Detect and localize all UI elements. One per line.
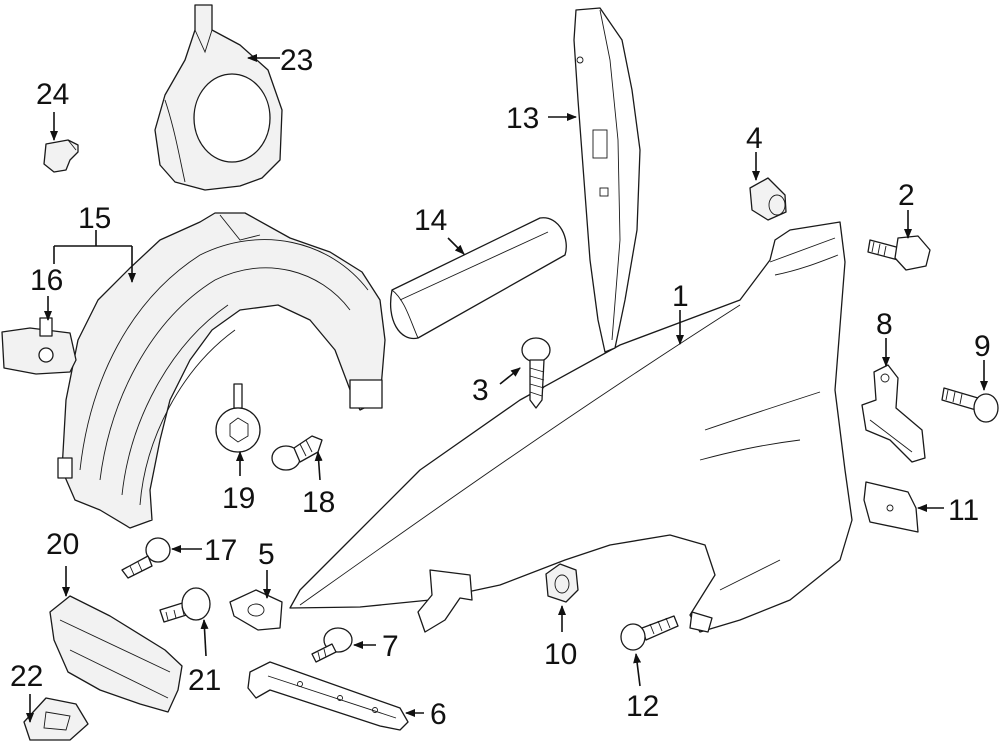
callout-14: 14 — [414, 204, 447, 237]
callout-labels: 1 2 3 4 5 6 7 8 9 10 11 12 13 14 15 16 1… — [10, 44, 991, 731]
callout-10: 10 — [544, 638, 577, 671]
push-rivet-icon[interactable] — [271, 435, 323, 471]
splash-shield-icon[interactable] — [154, 4, 283, 191]
bolt-icon[interactable] — [620, 615, 679, 651]
callout-17: 17 — [204, 534, 237, 567]
clip-icon[interactable] — [23, 697, 89, 741]
callout-13: 13 — [506, 102, 539, 135]
callout-9: 9 — [974, 330, 991, 363]
callout-2: 2 — [898, 179, 915, 212]
callout-5: 5 — [258, 538, 275, 571]
callout-22: 22 — [10, 660, 43, 693]
fender-panel-icon[interactable] — [289, 221, 853, 633]
callout-12: 12 — [626, 690, 659, 723]
callout-16: 16 — [30, 264, 63, 297]
support-bracket-icon[interactable] — [247, 661, 409, 731]
bolt-icon[interactable] — [941, 387, 999, 423]
callout-8: 8 — [876, 308, 893, 341]
callout-11: 11 — [948, 494, 979, 527]
callout-6: 6 — [430, 698, 447, 731]
callout-15: 15 — [78, 202, 111, 235]
flange-screw-icon[interactable] — [215, 383, 261, 453]
liner-clip-icon[interactable] — [1, 317, 77, 375]
callout-3: 3 — [472, 374, 489, 407]
clip-nut-icon[interactable] — [229, 589, 283, 631]
trim-molding-icon[interactable] — [390, 217, 567, 340]
callout-21: 21 — [188, 664, 221, 697]
screw-icon[interactable] — [311, 627, 353, 663]
hex-nut-icon[interactable] — [545, 563, 579, 603]
callout-4: 4 — [746, 122, 763, 155]
callout-24: 24 — [36, 78, 69, 111]
stud-screw-icon[interactable] — [159, 587, 211, 623]
grommet-icon[interactable] — [749, 177, 787, 221]
leader-lines — [26, 54, 988, 723]
plate-icon[interactable] — [863, 481, 919, 533]
screw-icon[interactable] — [521, 337, 551, 409]
deflector-icon[interactable] — [49, 595, 183, 713]
callout-1: 1 — [672, 280, 689, 313]
callout-7: 7 — [382, 630, 399, 663]
mount-bracket-icon[interactable] — [861, 364, 926, 463]
callout-23: 23 — [280, 44, 313, 77]
callout-18: 18 — [302, 486, 335, 519]
fender-liner-icon[interactable] — [57, 212, 386, 529]
callout-19: 19 — [222, 482, 255, 515]
push-rivet-icon[interactable] — [121, 537, 171, 579]
pillar-panel-icon[interactable] — [573, 7, 641, 353]
hex-bolt-icon[interactable] — [867, 235, 931, 271]
callout-20: 20 — [46, 528, 79, 561]
rivet-plug-icon[interactable] — [43, 139, 79, 173]
